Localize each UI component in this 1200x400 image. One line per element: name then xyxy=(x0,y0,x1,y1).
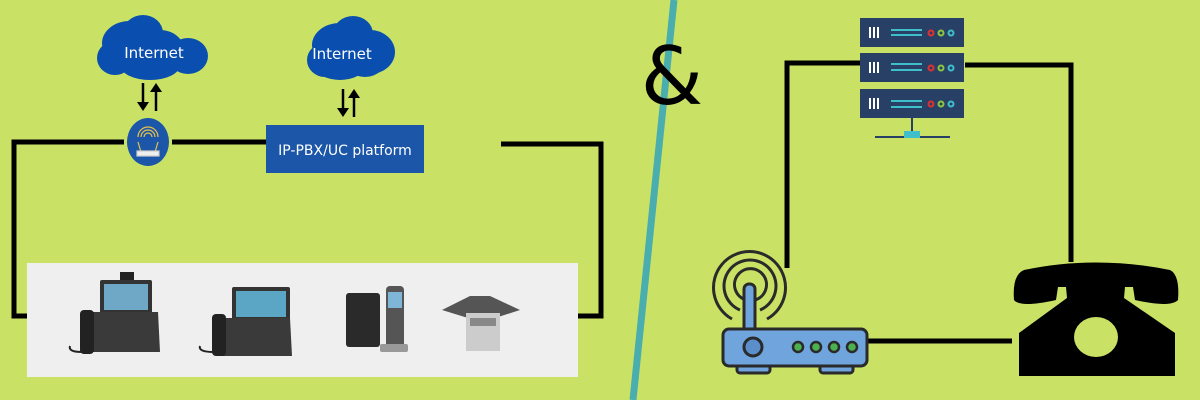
conference-phone-icon xyxy=(442,296,520,351)
bidirectional-arrow-icon xyxy=(337,89,360,117)
cloud-icon xyxy=(97,15,208,80)
divider-line xyxy=(629,0,678,400)
dect-phone-icon xyxy=(346,286,408,352)
bidirectional-arrow-icon xyxy=(137,83,162,111)
touchscreen-desk-phone-icon xyxy=(198,287,292,356)
telephone-icon xyxy=(1013,262,1179,376)
gateway-node xyxy=(127,118,169,166)
cloud-icon xyxy=(307,16,395,80)
cloud-label: Internet xyxy=(124,44,184,62)
cloud-label: Internet xyxy=(312,45,372,63)
wifi-router-icon xyxy=(136,126,160,157)
server-rack-icon xyxy=(860,18,964,138)
internet-cloud-1: Internet xyxy=(97,15,208,80)
pbx-platform-box: IP-PBX/UC platform xyxy=(266,125,424,173)
pbx-label: IP-PBX/UC platform xyxy=(278,143,412,159)
right-wiring xyxy=(784,60,1074,344)
internet-cloud-2: Internet xyxy=(307,16,395,80)
wireless-router-icon xyxy=(712,250,869,375)
video-desk-phone-icon xyxy=(68,272,160,354)
ampersand: & xyxy=(641,30,703,123)
phones-panel xyxy=(27,263,578,377)
